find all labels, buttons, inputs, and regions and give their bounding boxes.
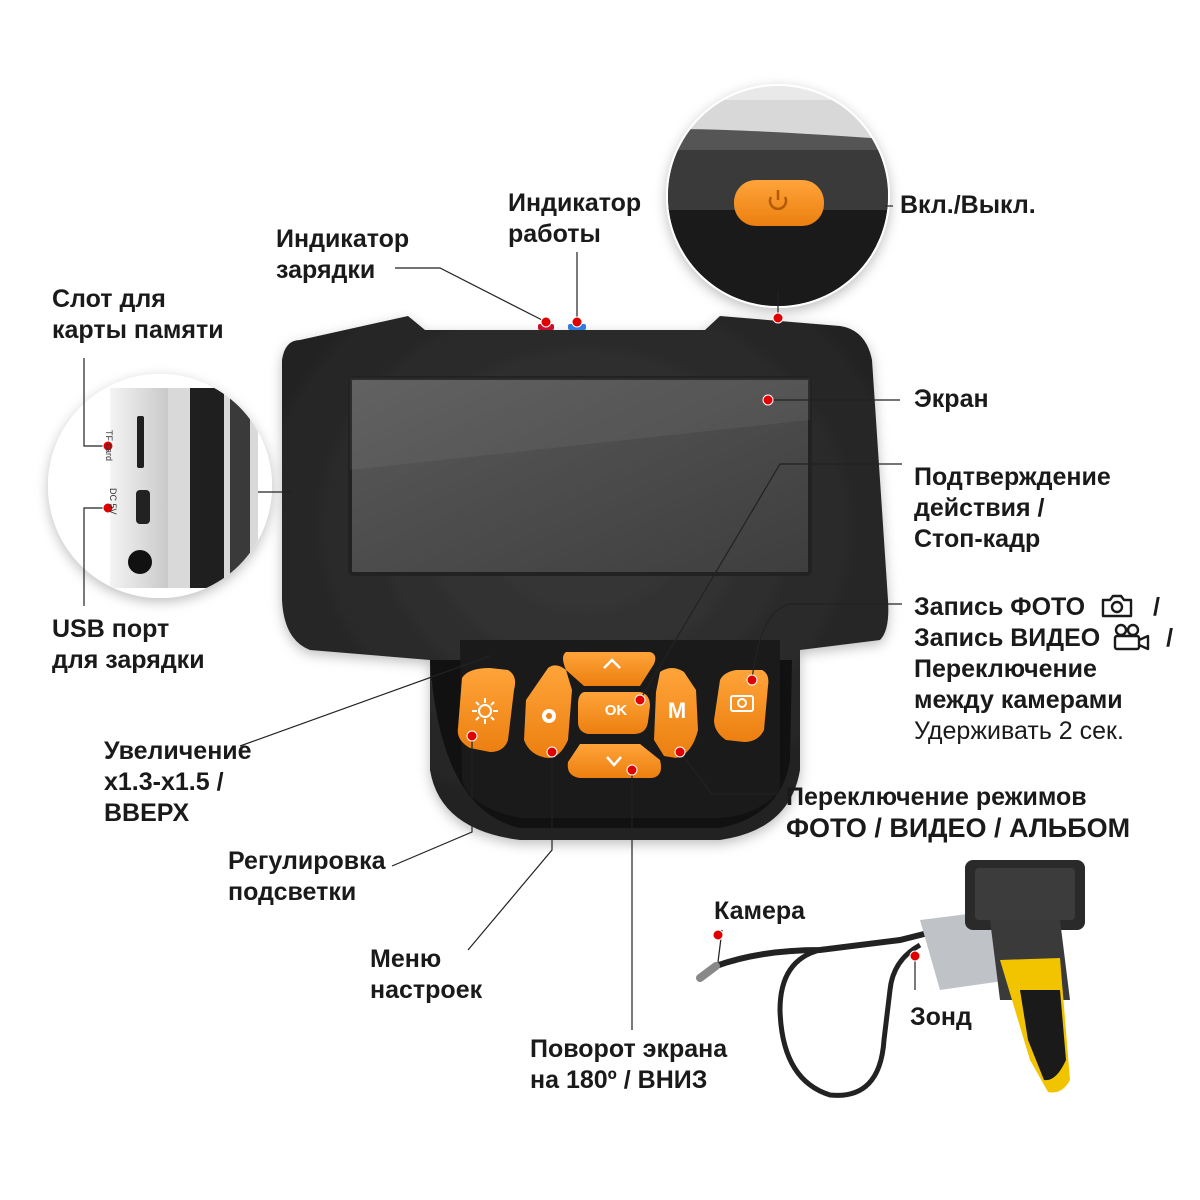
up-button[interactable] [563,652,656,686]
up-arrow-icon [603,658,621,669]
usb-port [136,490,150,524]
ports-inset [48,374,272,598]
marker-dots [102,312,921,962]
down-button[interactable] [567,744,661,778]
sun-icon [472,698,498,724]
zoom-button[interactable] [457,668,516,752]
label-probe: Зонд [910,1003,972,1031]
power-button[interactable] [734,180,824,226]
label-screen: Экран [914,385,989,413]
screen [348,376,812,576]
power-icon [768,190,788,211]
ok-button-label[interactable]: OK [604,702,628,719]
tf-card-label: TF card [104,430,114,462]
mode-button[interactable] [654,668,698,758]
video-icon [1113,623,1150,651]
power-inset [666,84,890,308]
tf-slot [137,416,144,468]
gear-icon [542,709,556,723]
mode-button-label[interactable]: M [667,698,687,723]
label-rotate: Поворот экрана на 180º / ВНИЗ [530,1035,728,1094]
label-camera: Камера [714,897,806,925]
dc-label: DC 5V [108,488,118,515]
label-record: Запись ФОТО / Запись ВИДЕО / Переключени… [914,593,1174,745]
photo-button-icon [730,695,754,712]
ok-button[interactable] [578,692,650,734]
photo-icon [1101,594,1133,618]
audio-jack [128,550,152,574]
label-power: Вкл./Выкл. [900,191,1036,219]
down-arrow-icon [606,756,622,767]
probe-photo [696,860,1085,1098]
